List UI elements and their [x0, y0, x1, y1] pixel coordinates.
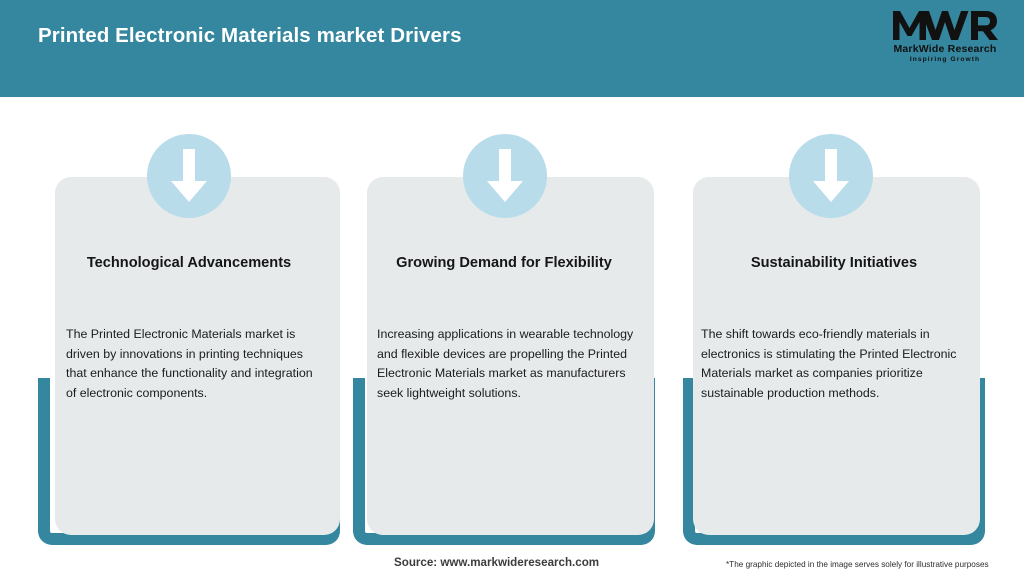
logo-company-name: MarkWide Research — [893, 43, 997, 55]
card-title: Growing Demand for Flexibility — [396, 255, 612, 271]
brand-logo: MarkWide Research Inspiring Growth — [884, 8, 1006, 70]
card-description: The shift towards eco-friendly materials… — [701, 327, 957, 400]
card-surface — [693, 177, 980, 535]
card-title: Sustainability Initiatives — [750, 255, 918, 271]
disclaimer-label: *The graphic depicted in the image serve… — [726, 560, 989, 569]
source-label: Source: www.markwideresearch.com — [394, 556, 600, 569]
drivers-card-row: Technological Advancements The Printed E… — [0, 97, 1024, 545]
logo-tagline: Inspiring Growth — [909, 56, 981, 63]
page-title: Printed Electronic Materials market Driv… — [38, 24, 462, 47]
card-icon-badge — [463, 134, 547, 218]
down-arrow-icon — [171, 149, 207, 202]
card-icon-badge — [147, 134, 231, 218]
card-surface — [55, 177, 340, 535]
mwr-monogram-icon — [893, 11, 998, 40]
driver-card-1[interactable]: Technological Advancements The Printed E… — [38, 97, 340, 545]
down-arrow-icon — [813, 149, 849, 202]
page-header: Printed Electronic Materials market Driv… — [0, 0, 1024, 97]
card-description: The Printed Electronic Materials market … — [66, 327, 313, 400]
card-surface — [367, 177, 654, 535]
driver-card-2[interactable]: Growing Demand for Flexibility Increasin… — [353, 97, 655, 545]
card-icon-badge — [789, 134, 873, 218]
down-arrow-icon — [487, 149, 523, 202]
card-title: Technological Advancements — [86, 255, 292, 271]
card-description: Increasing applications in wearable tech… — [377, 327, 634, 400]
driver-card-3[interactable]: Sustainability Initiatives The shift tow… — [683, 97, 985, 545]
